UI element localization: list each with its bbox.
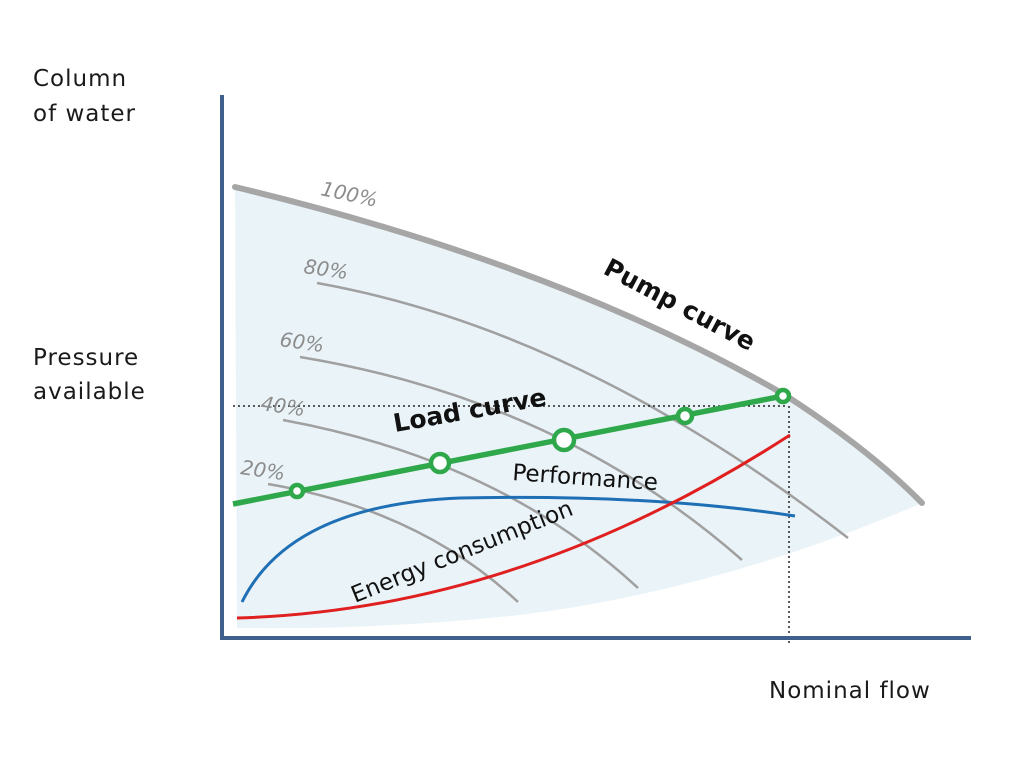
load-curve-point — [288, 482, 306, 500]
operating-region — [235, 187, 922, 629]
x-axis-label: Nominal flow — [769, 678, 931, 704]
load-curve-point — [675, 406, 695, 426]
pressure-label-line-2: available — [33, 379, 146, 405]
load-curve-point — [428, 451, 452, 475]
pump-curve — [232, 184, 925, 506]
load-curve-point — [551, 427, 577, 453]
load-curve-point — [774, 387, 792, 405]
performance-curve — [240, 495, 796, 603]
energy-consumption-curve — [236, 433, 791, 620]
speed-label-100: 100% — [319, 176, 380, 211]
y-axis-label-line-2: of water — [33, 101, 136, 127]
speed-curve-40 — [282, 418, 639, 589]
load-curve-markers — [288, 387, 792, 500]
speed-curve-60 — [299, 355, 743, 561]
speed-curve-80 — [316, 281, 849, 539]
pressure-label-line-1: Pressure — [33, 345, 139, 371]
y-axis-label-line-1: Column — [33, 66, 127, 92]
